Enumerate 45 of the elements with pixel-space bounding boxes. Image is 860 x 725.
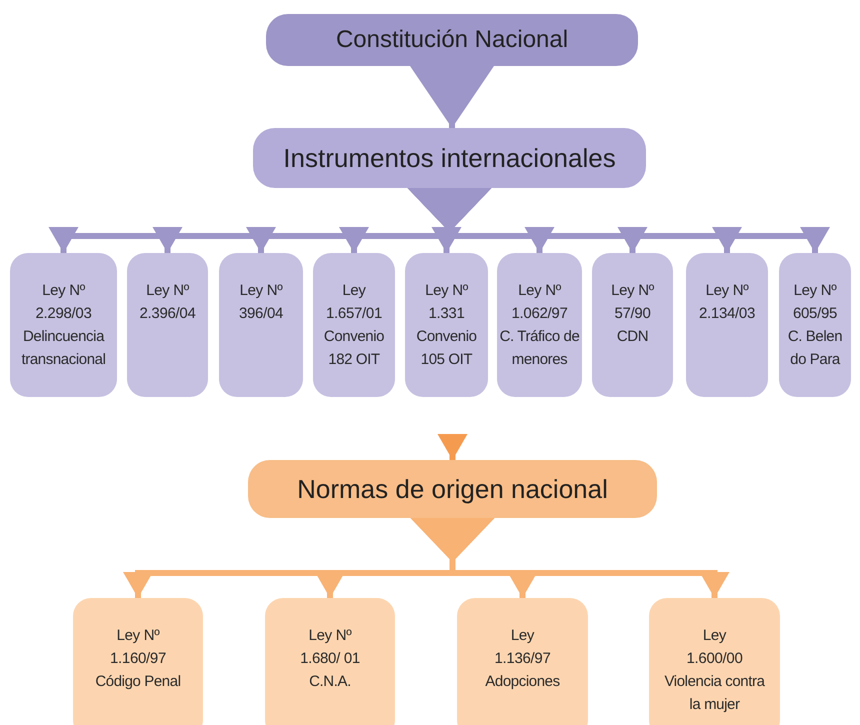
law-box (219, 253, 303, 397)
law-description: Código Penal (95, 672, 181, 692)
law-number: Ley Nº 1.160/97 (109, 626, 167, 669)
law-description: Violencia contra la mujer (663, 672, 766, 715)
heading-text: Constitución Nacional (336, 26, 568, 54)
law-number: Ley Nº 605/95 (792, 281, 838, 324)
heading-box (266, 14, 638, 66)
law-box (457, 598, 588, 725)
heading-text: Normas de origen nacional (297, 474, 608, 504)
law-box (265, 598, 395, 725)
law-box (127, 253, 208, 397)
law-box (649, 598, 780, 725)
connector-arrow (438, 434, 468, 460)
law-box (497, 253, 582, 397)
law-box (313, 253, 395, 397)
law-number: Ley 1.657/01 (325, 281, 383, 324)
law-box (592, 253, 673, 397)
law-description: Adopciones (485, 672, 560, 692)
law-number: Ley Nº 1.331 (424, 281, 469, 324)
connector-arrow (410, 518, 730, 598)
law-number: Ley Nº 57/90 (610, 281, 655, 324)
heading-text: Instrumentos internacionales (283, 142, 616, 174)
law-description: C. Tráfico de menores (499, 327, 580, 370)
connector-arrow (410, 66, 494, 128)
law-description: C.N.A. (309, 672, 351, 692)
law-description: C. Belen do Para (786, 327, 844, 370)
law-number: Ley Nº 1.062/97 (510, 281, 568, 324)
law-box (686, 253, 768, 397)
law-number: Ley 1.136/97 (494, 626, 552, 669)
heading-box (248, 460, 657, 518)
heading-box (253, 128, 646, 188)
law-box (405, 253, 488, 397)
law-description: CDN (616, 327, 648, 347)
law-number: Ley Nº 2.396/04 (138, 281, 196, 324)
law-number: Ley Nº 396/04 (238, 281, 284, 324)
law-box (73, 598, 203, 725)
law-box (10, 253, 117, 397)
law-number: Ley Nº 2.298/03 (34, 281, 92, 324)
law-description: Convenio 182 OIT (322, 327, 386, 370)
law-number: Ley 1.600/00 (686, 626, 744, 669)
law-box (779, 253, 851, 397)
law-number: Ley Nº 2.134/03 (698, 281, 756, 324)
law-number: Ley Nº 1.680/ 01 (299, 626, 361, 669)
law-description: Convenio 105 OIT (415, 327, 478, 370)
law-description: Delincuencia transnacional (20, 327, 107, 370)
